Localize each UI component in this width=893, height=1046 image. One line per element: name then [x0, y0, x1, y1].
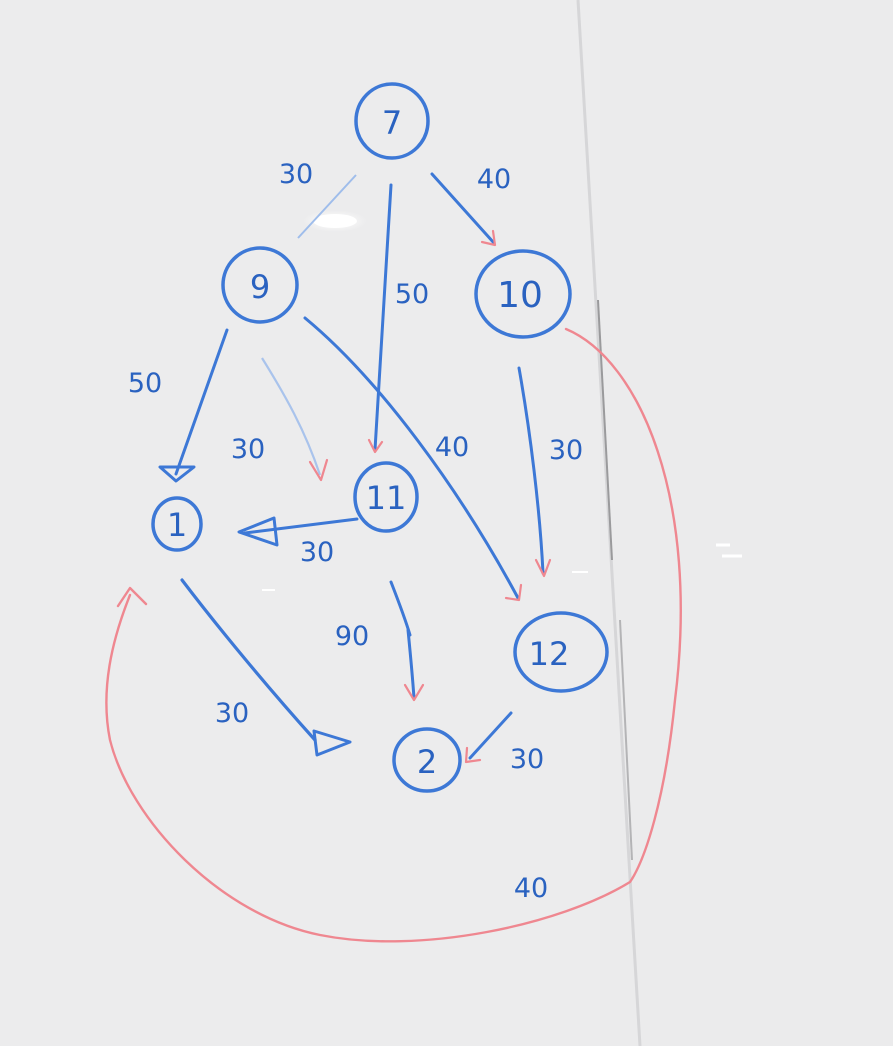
- edge-9-to-1-arrowhead: [158, 465, 196, 483]
- edge-1-to-2-label: 30: [215, 698, 249, 729]
- node-2-circle: [392, 727, 462, 793]
- panel-seam: [576, 0, 642, 1046]
- node-9-circle: [221, 246, 299, 324]
- edge-7-to-11-arrowhead: [367, 438, 384, 454]
- node-7-label: 7: [382, 104, 402, 142]
- edge-10-to-12-label: 30: [549, 435, 583, 466]
- node-9-label: 9: [250, 268, 270, 306]
- edge-10-to-12-line: [517, 366, 545, 575]
- edge-7-to-11-line: [373, 183, 393, 452]
- edge-11-to-1-label: 30: [300, 537, 334, 568]
- node-2-label: 2: [417, 743, 437, 781]
- edge-9-to-11-arrowhead: [308, 458, 329, 482]
- node-11-circle: [353, 461, 419, 533]
- edge-7-to-9-label: 30: [279, 159, 313, 190]
- edge-12-to-2-line: [468, 711, 513, 760]
- edge-7-to-10-arrowhead: [480, 229, 497, 247]
- node-12-label: 12: [529, 635, 570, 673]
- panel-seam-dark: [597, 299, 613, 561]
- edge-10-to-12-arrowhead: [534, 558, 552, 578]
- board-right-panel: [600, 0, 893, 1046]
- edge-7-to-10-label: 40: [477, 164, 511, 195]
- edge-11-to-1-line: [243, 517, 359, 535]
- edge-9-to-11-line: [261, 357, 322, 476]
- edge-11-to-2-arrowhead: [403, 683, 425, 702]
- edge-9-to-1-label: 50: [128, 368, 162, 399]
- node-7-circle: [354, 82, 430, 160]
- edge-10-to-1-curve: [105, 327, 682, 943]
- node-11-label: 11: [366, 479, 407, 517]
- edge-7-to-9-line: [297, 174, 357, 239]
- node-12-circle: [513, 611, 609, 693]
- edge-7-to-11-label: 50: [395, 279, 429, 310]
- node-1-circle: [151, 496, 203, 552]
- edge-10-to-1-arrowhead: [116, 586, 148, 608]
- edge-9-to-1-line: [174, 328, 229, 476]
- edge-12-to-2-label: 30: [510, 744, 544, 775]
- edge-11-to-2-label: 90: [335, 621, 369, 652]
- edge-11-to-1-arrowhead: [237, 516, 279, 547]
- edge-10-to-1-label: 40: [514, 873, 548, 904]
- edge-9-to-12-line: [303, 316, 520, 600]
- light-glare-core: [313, 214, 357, 228]
- edge-1-to-2-line: [180, 578, 317, 742]
- edge-7-to-10-line: [430, 172, 496, 245]
- panel-seam-dark-lower: [619, 619, 633, 861]
- node-10-circle: [474, 249, 572, 339]
- edge-1-to-2-arrowhead: [312, 729, 352, 757]
- edge-9-to-12-label: 40: [435, 432, 469, 463]
- edge-9-to-11-label: 30: [231, 434, 265, 465]
- edge-12-to-2-arrowhead: [464, 746, 482, 764]
- node-1-label: 1: [167, 506, 187, 544]
- node-10-label: 10: [497, 275, 543, 316]
- edge-9-to-12-arrowhead: [504, 583, 523, 602]
- edge-11-to-2-line: [389, 580, 416, 700]
